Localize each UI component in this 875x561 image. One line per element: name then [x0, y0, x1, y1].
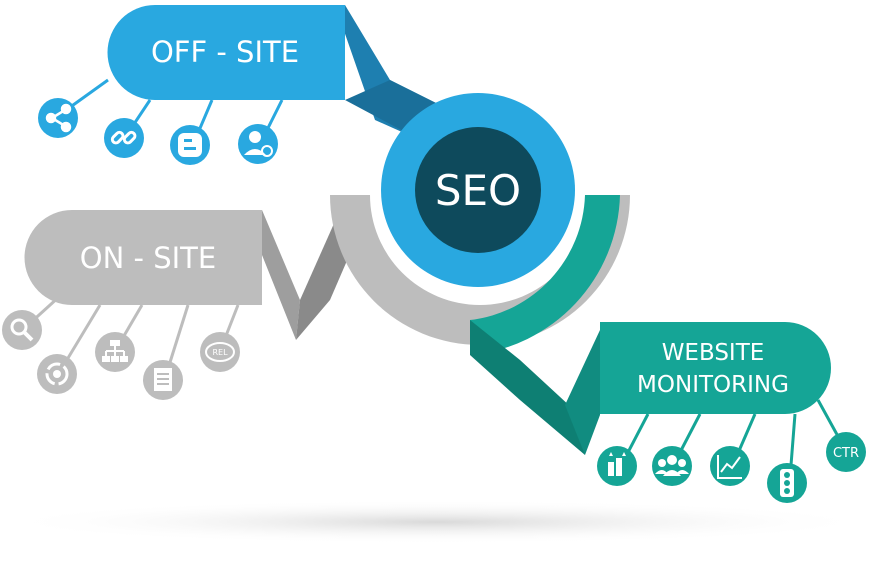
search-icon[interactable] — [2, 310, 42, 350]
seo-label: SEO — [435, 166, 521, 215]
rel-nofollow-icon[interactable]: REL — [200, 332, 240, 372]
monitoring-pill[interactable] — [600, 322, 831, 414]
seo-center: SEO — [381, 93, 575, 287]
line-chart-icon[interactable] — [710, 446, 750, 486]
monitoring-label-line1: WEBSITE — [662, 340, 765, 366]
link-icon[interactable] — [104, 118, 144, 158]
share-icon[interactable] — [38, 98, 78, 138]
traffic-light-icon[interactable] — [767, 463, 807, 503]
rel-badge-label: REL — [212, 348, 228, 357]
ranking-icon[interactable] — [597, 446, 637, 486]
floor-shadow — [0, 500, 875, 544]
off-site-pill[interactable] — [107, 5, 346, 100]
off-site-label: OFF - SITE — [151, 35, 299, 69]
settings-refresh-icon[interactable] — [37, 354, 77, 394]
monitoring-branch: WEBSITE MONITORING — [470, 195, 831, 455]
document-icon[interactable] — [143, 360, 183, 400]
ctr-icon[interactable]: CTR — [826, 432, 866, 472]
users-icon[interactable] — [652, 446, 692, 486]
on-site-pill[interactable] — [24, 210, 263, 305]
blogger-icon[interactable] — [170, 125, 210, 165]
user-link-icon[interactable] — [238, 124, 278, 164]
monitoring-label-line2: MONITORING — [637, 372, 789, 398]
on-site-label: ON - SITE — [80, 241, 216, 275]
sitemap-icon[interactable] — [95, 332, 135, 372]
ctr-label: CTR — [833, 446, 859, 461]
off-site-branch: OFF - SITE — [107, 5, 440, 140]
